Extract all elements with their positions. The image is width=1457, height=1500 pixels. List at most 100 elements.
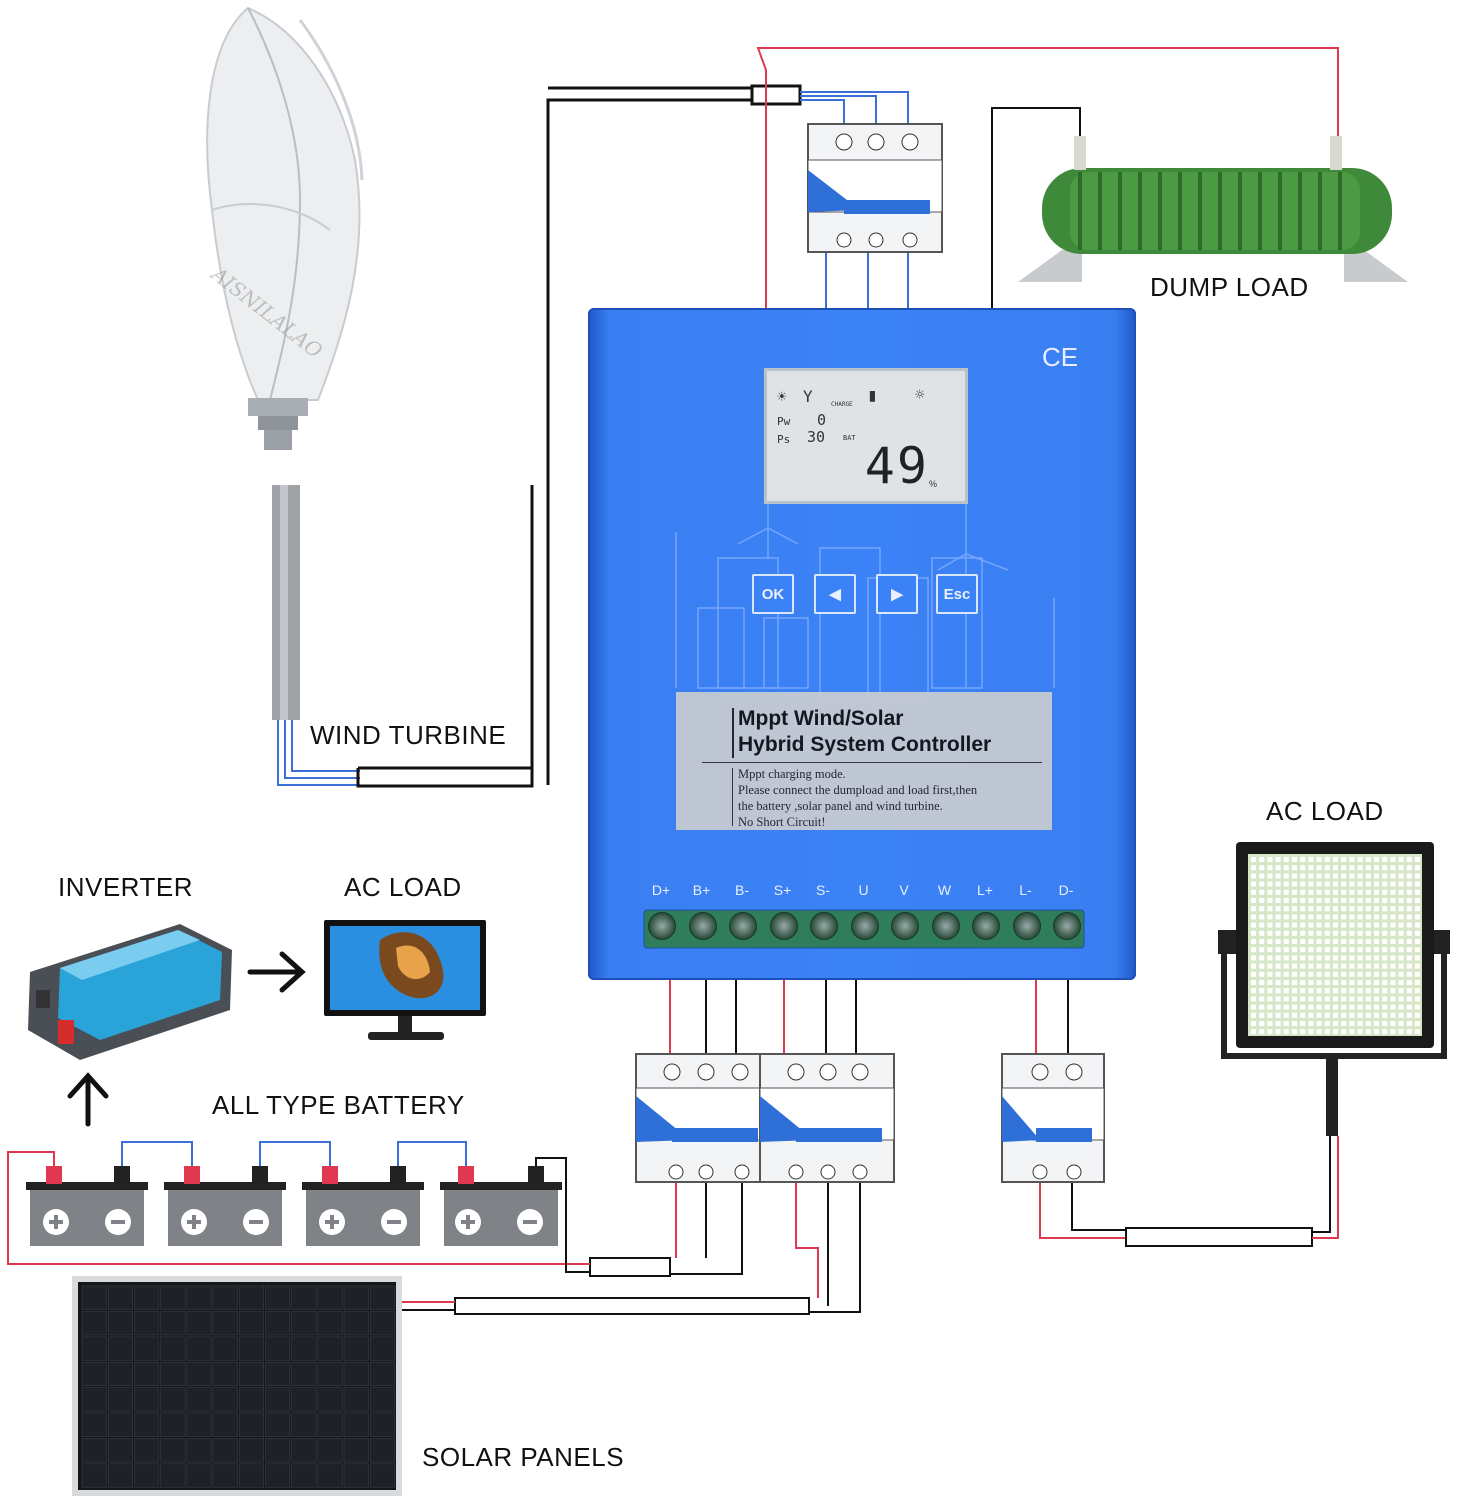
led-cell (1406, 980, 1412, 985)
solar-cell (369, 1463, 396, 1488)
led-cell (1341, 980, 1347, 985)
terminal-screw[interactable] (931, 912, 960, 940)
ce-mark: CE (1042, 342, 1079, 372)
terminal-screw[interactable] (729, 912, 757, 940)
led-cell (1251, 963, 1256, 969)
arrow-right-icon (247, 951, 306, 993)
led-cell (1267, 1004, 1273, 1010)
led-cell (1308, 865, 1314, 871)
led-cell (1398, 906, 1404, 912)
inverter-label: INVERTER (58, 872, 193, 902)
terminal-screw[interactable] (1053, 912, 1081, 940)
led-cell (1259, 914, 1265, 920)
terminal-screw[interactable] (688, 912, 717, 940)
led-cell (1390, 939, 1396, 944)
breaker-battery (635, 1053, 771, 1183)
led-cell (1365, 906, 1371, 912)
led-cell (1341, 996, 1347, 1002)
led-cell (1251, 865, 1256, 871)
led-cell (1333, 1029, 1338, 1035)
solar-cell (343, 1438, 369, 1463)
led-cell (1374, 873, 1379, 879)
led-cell (1382, 955, 1388, 961)
led-cell (1406, 1029, 1412, 1035)
led-cell (1300, 881, 1306, 887)
led-cell (1333, 898, 1338, 903)
led-cell (1382, 1012, 1388, 1018)
lcd-bat-label: BAT (843, 434, 856, 442)
terminal-screw[interactable] (850, 912, 879, 940)
led-cell (1324, 898, 1330, 903)
terminal-screw[interactable] (1012, 912, 1041, 940)
solar-cell (160, 1438, 186, 1463)
lcd-ps-label: Ps (777, 433, 791, 446)
led-cell (1349, 963, 1355, 969)
led-cell (1267, 857, 1273, 862)
led-cell (1267, 955, 1273, 961)
left-button[interactable]: ◀ (814, 574, 856, 614)
terminal-label: S- (816, 882, 830, 898)
solar-cell (160, 1387, 186, 1412)
led-cell (1349, 996, 1355, 1002)
led-cell (1300, 996, 1306, 1002)
led-cell (1324, 1021, 1330, 1026)
solar-cell (160, 1336, 186, 1361)
led-cell (1349, 947, 1355, 953)
led-cell (1349, 980, 1355, 985)
ok-button[interactable]: OK (752, 574, 794, 614)
solar-cell (134, 1387, 160, 1412)
led-cell (1267, 914, 1273, 920)
led-cell (1341, 1004, 1347, 1010)
esc-button[interactable]: Esc (936, 574, 978, 614)
led-cell (1300, 914, 1306, 920)
led-cell (1259, 865, 1265, 871)
led-cell (1406, 914, 1412, 920)
led-cell (1406, 906, 1412, 912)
solar-cell (317, 1361, 343, 1387)
led-cell (1365, 980, 1371, 985)
led-cell (1283, 955, 1289, 961)
led-cell (1316, 971, 1322, 977)
solar-cell (134, 1438, 160, 1463)
led-cell (1333, 963, 1338, 969)
solar-cell (265, 1285, 291, 1310)
led-cell (1259, 996, 1265, 1002)
terminal-screw[interactable] (648, 912, 676, 940)
led-cell (1398, 1004, 1404, 1010)
led-cell (1415, 865, 1420, 871)
terminal-screw[interactable] (972, 912, 1000, 940)
right-button[interactable]: ▶ (876, 574, 918, 614)
led-cell (1324, 1004, 1330, 1010)
terminal-label: U (858, 882, 869, 898)
solar-cell (238, 1387, 264, 1412)
led-cell (1374, 857, 1379, 862)
led-cell (1415, 1021, 1420, 1026)
battery-label: ALL TYPE BATTERY (212, 1090, 465, 1120)
led-cell (1324, 963, 1330, 969)
led-cell (1316, 914, 1322, 920)
terminal-screw[interactable] (891, 912, 919, 940)
solar-cell (317, 1412, 343, 1437)
led-cell (1308, 906, 1314, 912)
dump-load-label: DUMP LOAD (1150, 272, 1309, 302)
led-cell (1333, 939, 1338, 944)
led-cell (1415, 881, 1420, 887)
solar-cell (291, 1336, 317, 1361)
terminal-screw[interactable] (769, 912, 798, 940)
led-cell (1324, 988, 1330, 994)
led-cell (1259, 857, 1265, 862)
plate-note-3: the battery ,solar panel and wind turbin… (738, 799, 943, 813)
led-cell (1365, 889, 1371, 895)
led-cell (1415, 963, 1420, 969)
led-cell (1300, 873, 1306, 879)
inverter-graphic (28, 924, 232, 1060)
lcd-unit: % (928, 479, 937, 489)
solar-cell (212, 1311, 238, 1336)
terminal-screw[interactable] (810, 912, 838, 940)
led-cell (1390, 996, 1396, 1002)
solar-cell (265, 1463, 291, 1488)
led-cell (1390, 865, 1396, 871)
solar-cell (343, 1311, 369, 1336)
led-cell (1365, 857, 1371, 862)
